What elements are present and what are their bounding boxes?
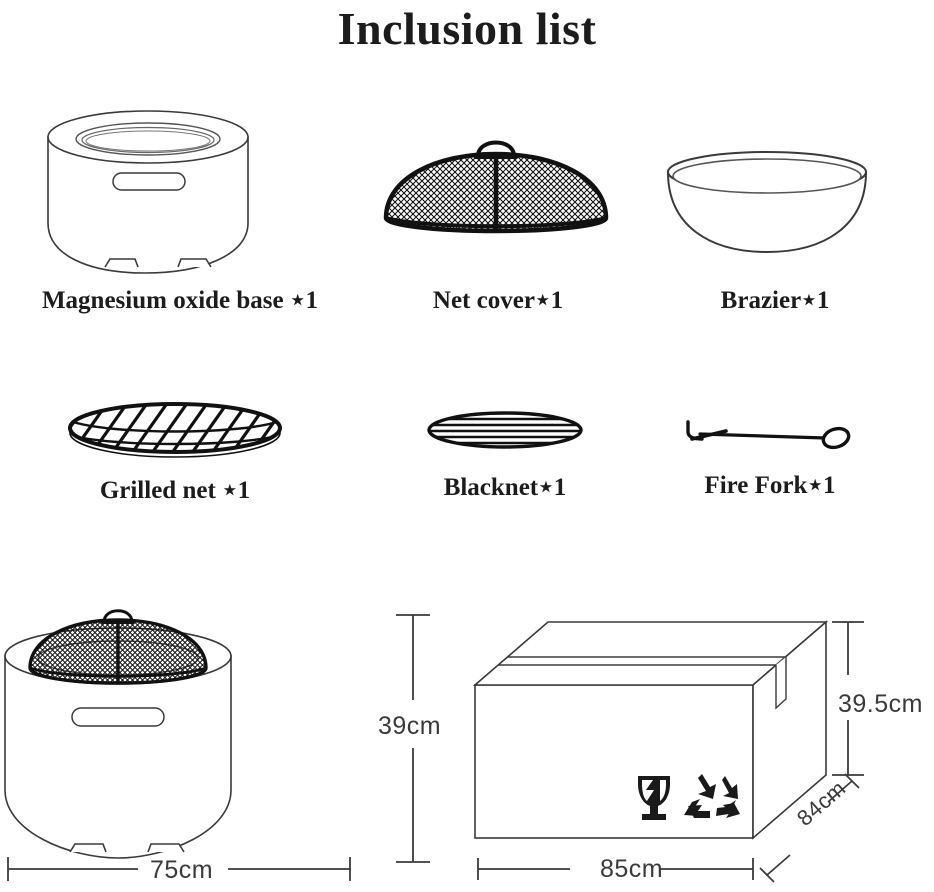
- black-net-disc-icon: [400, 400, 610, 465]
- page-title: Inclusion list: [337, 3, 597, 54]
- inclusion-item-brazier: Brazier⋆1: [650, 130, 900, 314]
- dimension-line-product-height: [396, 614, 430, 863]
- dimension-line-carton-depth: [759, 773, 860, 883]
- shipping-carton-diagram: [470, 600, 934, 892]
- inclusion-item-label: Magnesium oxide base ⋆1: [41, 287, 319, 314]
- inclusion-item-label: Fire Fork⋆1: [704, 472, 836, 499]
- grill-grate-icon: [40, 395, 310, 470]
- inclusion-item-blacknet: Blacknet⋆1: [400, 400, 610, 501]
- dimension-label-carton-width: 85cm: [600, 855, 664, 883]
- bowl-brazier-icon: [650, 130, 900, 280]
- inclusion-item-label: Blacknet⋆1: [443, 474, 567, 501]
- inclusion-item-label: Grilled net ⋆1: [99, 477, 251, 504]
- assembled-product-diagram: [0, 600, 465, 892]
- inclusion-item-label: Net cover⋆1: [432, 287, 564, 314]
- dimension-line-carton-height: [832, 621, 864, 776]
- fragile-icon: [638, 776, 670, 820]
- inclusion-item-grilled-net: Grilled net ⋆1: [40, 395, 310, 504]
- recycle-icon: [684, 774, 740, 818]
- fire-poker-icon: [670, 408, 870, 463]
- inclusion-item-net-cover: Net cover⋆1: [368, 130, 628, 314]
- mesh-dome-cover-icon: [368, 130, 628, 280]
- fire-pit-base-icon: [0, 95, 360, 280]
- dimension-label-carton-height: 39.5cm: [838, 690, 923, 718]
- inclusion-item-label: Brazier⋆1: [720, 287, 830, 314]
- dimension-line-product-width: [7, 857, 351, 881]
- inclusion-item-magnesium-oxide-base: Magnesium oxide base ⋆1: [0, 95, 360, 314]
- dimension-label-product-width: 75cm: [150, 856, 214, 884]
- dimension-line-carton-width: [477, 858, 754, 880]
- dimension-label-product-height: 39cm: [378, 712, 442, 740]
- inclusion-item-fire-fork: Fire Fork⋆1: [670, 408, 870, 499]
